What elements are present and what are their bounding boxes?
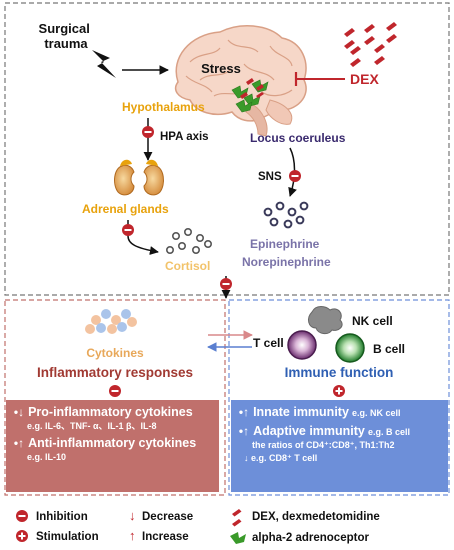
t-cell-label: T cell [253, 336, 284, 350]
legend-dex-icon [232, 509, 242, 527]
locus-coeruleus-label: Locus coeruleus [250, 131, 346, 145]
legend-increase-arrow-icon: ↑ [129, 528, 136, 543]
pro-inflammatory-heading: Pro-inflammatory cytokines [28, 405, 193, 419]
surgical-trauma-label: Surgical trauma [39, 21, 94, 51]
adrenal-glands-icon [114, 159, 164, 196]
anti-inflammatory-examples: e.g. IL-10 [27, 452, 67, 462]
immune-function-label: Immune function [285, 365, 394, 380]
brain-illustration [174, 25, 307, 137]
immune-section-frame [228, 299, 450, 496]
central-inhibition-icon [220, 278, 232, 290]
increase-arrow-icon: •↑ [238, 424, 250, 438]
pro-inflammatory-examples: e.g. IL-6、TNF- α、IL-1 β、IL-8 [27, 421, 157, 431]
hpa-axis-label: HPA axis [160, 131, 209, 143]
decrease-arrow-icon: •↓ [13, 405, 25, 419]
legend-receptor-icon [230, 532, 246, 544]
increase-arrow-icon: •↑ [238, 405, 250, 419]
legend-inhibition-label: Inhibition [36, 511, 88, 523]
immune-function-panel: •↑ Innate immunity e.g. NK cell •↑ Adapt… [231, 400, 448, 492]
legend-alpha2-label: alpha-2 adrenoceptor [252, 532, 369, 544]
inflammatory-cytokines-panel: •↓ Pro-inflammatory cytokines e.g. IL-6、… [6, 400, 219, 492]
adrenal-inhibition-icon [122, 224, 134, 236]
lightning-icon [92, 50, 116, 78]
adaptive-immunity-example: e.g. B cell [367, 427, 410, 437]
adrenal-glands-label: Adrenal glands [82, 202, 169, 216]
epinephrine-label: Epinephrine [250, 237, 320, 251]
t-cell-icon [287, 330, 317, 360]
cytokines-icon [85, 309, 137, 334]
legend-decrease-label: Decrease [142, 511, 193, 523]
legend-decrease-arrow-icon: ↓ [129, 508, 136, 523]
hypothalamus-label: Hypothalamus [122, 100, 205, 114]
legend: Inhibition Stimulation ↓ Decrease ↑ Incr… [16, 508, 380, 544]
cd8-text: e.g. CD8⁺ T cell [251, 453, 318, 463]
hpa-inhibition-icon [142, 126, 154, 138]
dex-icons-on-brain [240, 78, 264, 99]
catecholamine-molecules [263, 201, 309, 229]
nk-cell-icon [308, 306, 343, 335]
cortisol-molecules [166, 228, 213, 255]
stress-label: Stress [201, 61, 241, 76]
legend-inhibition-icon [16, 510, 28, 522]
cytokines-label: Cytokines [86, 346, 144, 360]
anti-inflammatory-heading: Anti-inflammatory cytokines [28, 436, 197, 450]
nk-cell-label: NK cell [352, 314, 393, 328]
cortisol-label: Cortisol [165, 259, 210, 273]
immune-stimulation-icon [333, 385, 345, 397]
legend-stimulation-icon [16, 530, 28, 542]
inflammatory-responses-label: Inflammatory responses [37, 365, 193, 380]
inflammatory-section-frame [4, 299, 226, 496]
legend-dex-label: DEX, dexmedetomidine [252, 511, 380, 523]
dex-label: DEX [350, 71, 379, 87]
innate-immunity-example: e.g. NK cell [351, 408, 401, 418]
legend-stimulation-label: Stimulation [36, 531, 99, 543]
inflammatory-inhibition-icon [109, 385, 121, 397]
sns-arrow [288, 147, 297, 197]
increase-arrow-icon: •↑ [13, 436, 25, 450]
b-cell-icon [335, 333, 365, 363]
dex-cluster-icon [344, 22, 397, 67]
adrenal-to-cortisol-arrow [127, 220, 159, 255]
sns-label: SNS [258, 171, 282, 183]
decrease-arrow-icon: ↓ [244, 453, 249, 463]
sns-inhibition-icon [289, 170, 301, 182]
innate-immunity-heading: Innate immunity [253, 405, 349, 419]
adaptive-immunity-heading: Adaptive immunity [253, 424, 365, 438]
norepinephrine-label: Norepinephrine [242, 255, 331, 269]
b-cell-label: B cell [373, 342, 405, 356]
legend-increase-label: Increase [142, 531, 189, 543]
ratios-text: the ratios of CD4⁺:CD8⁺, Th1:Th2 [252, 440, 395, 450]
